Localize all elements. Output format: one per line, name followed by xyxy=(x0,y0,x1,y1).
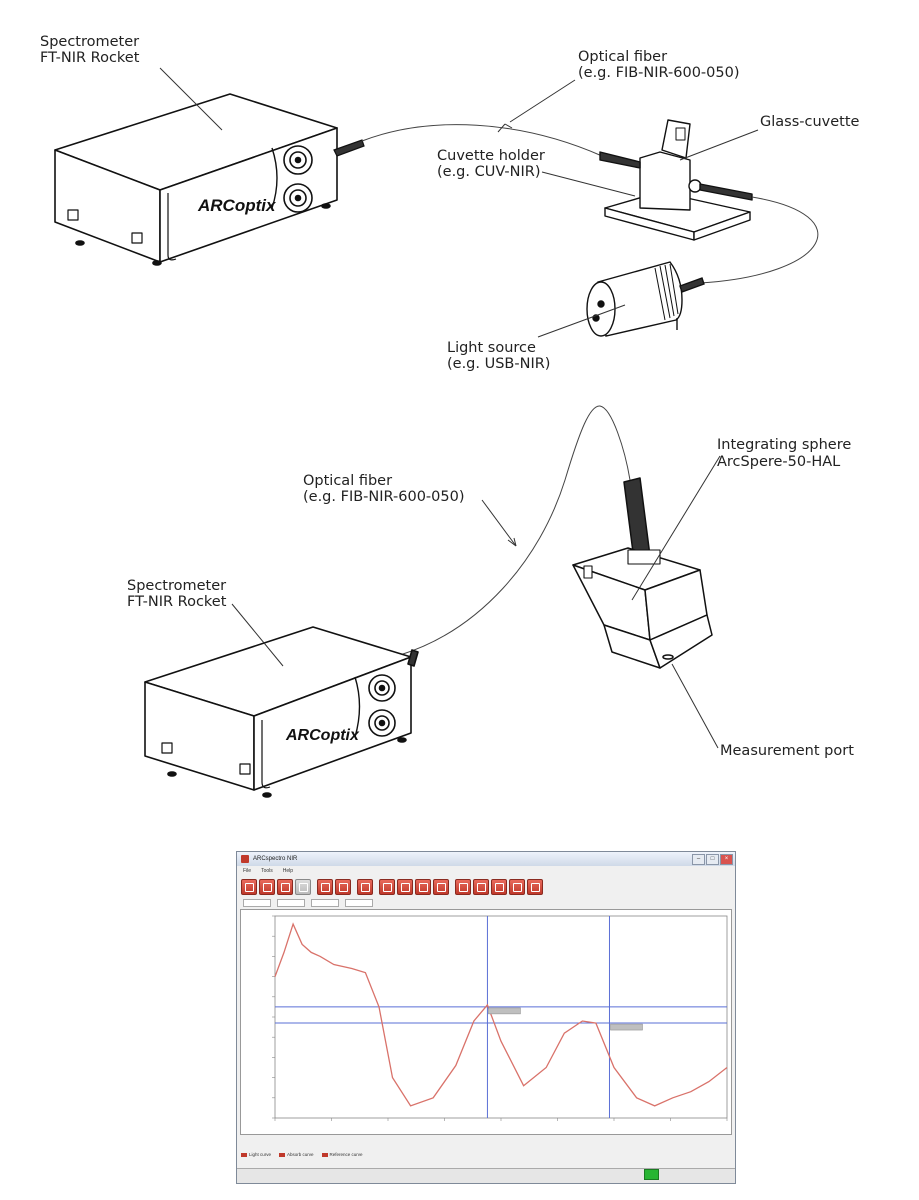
spectrum-line xyxy=(274,922,728,1107)
label-integrating-sphere: Integrating sphere ArcSpere-50-HAL xyxy=(717,437,856,470)
window-titlebar: ARCspectro NIR – □ × xyxy=(237,852,735,866)
open-button[interactable] xyxy=(241,879,257,895)
menu-tools[interactable]: Tools xyxy=(261,868,273,874)
software-window: ARCspectro NIR – □ × File Tools Help xyxy=(236,851,736,1184)
save-button[interactable] xyxy=(259,879,275,895)
spectrum-chart xyxy=(272,915,728,1121)
label-cuvette-holder: Cuvette holder (e.g. CUV-NIR) xyxy=(437,148,550,180)
fiber-top-2 xyxy=(699,196,819,284)
label-glass-cuvette: Glass-cuvette xyxy=(760,114,860,130)
parameter-row xyxy=(237,898,735,907)
param-box-4[interactable] xyxy=(345,898,373,907)
spectrum-plot[interactable] xyxy=(240,909,732,1135)
label-light-source: Light source (e.g. USB-NIR) xyxy=(447,340,550,372)
param-box-2[interactable] xyxy=(277,898,305,907)
fiber-bottom xyxy=(399,405,631,656)
spectrometer-top: ARCoptix xyxy=(54,93,338,266)
stop-button[interactable] xyxy=(357,879,373,895)
legend-item[interactable]: Light curve xyxy=(241,1152,271,1157)
cuvette-holder xyxy=(599,119,753,241)
setup-diagram: ARCoptix xyxy=(40,34,860,798)
maximize-icon[interactable]: □ xyxy=(706,853,719,865)
reference-button[interactable] xyxy=(379,879,395,895)
brand-logo-bottom: ARCoptix xyxy=(285,727,360,744)
transmission-button[interactable] xyxy=(433,879,449,895)
close-icon[interactable]: × xyxy=(720,853,733,865)
continuous-scan-button[interactable] xyxy=(335,879,351,895)
minimize-icon[interactable]: – xyxy=(692,853,705,865)
spectrometer-bottom: ARCoptix xyxy=(144,626,419,798)
param-box-3[interactable] xyxy=(311,898,339,907)
disabled-button[interactable] xyxy=(295,879,311,895)
zoom-in-button[interactable] xyxy=(455,879,471,895)
fiber-top-1 xyxy=(361,124,603,157)
label-spectrometer-top: Spectrometer FT-NIR Rocket xyxy=(40,34,144,66)
dark-button[interactable] xyxy=(397,879,413,895)
leader-lines xyxy=(159,67,759,749)
param-box-1[interactable] xyxy=(243,898,271,907)
export-button[interactable] xyxy=(277,879,293,895)
status-indicator xyxy=(644,1169,659,1180)
absorbance-button[interactable] xyxy=(415,879,431,895)
label-fiber-bottom: Optical fiber (e.g. FIB-NIR-600-050) xyxy=(303,473,465,505)
menu-file[interactable]: File xyxy=(243,868,252,874)
legend-item[interactable]: Reference curve xyxy=(321,1152,363,1157)
menu-bar: File Tools Help xyxy=(237,866,735,876)
label-measurement-port: Measurement port xyxy=(720,743,854,759)
window-title: ARCspectro NIR xyxy=(253,856,298,862)
legend: Light curve Absorb curve Reference curve xyxy=(241,1152,363,1157)
light-source xyxy=(586,261,705,337)
cursor-readout xyxy=(610,1023,643,1031)
label-spectrometer-bottom: Spectrometer FT-NIR Rocket xyxy=(127,578,231,610)
integrating-sphere xyxy=(572,477,713,669)
plot-area xyxy=(274,915,728,1119)
app-icon xyxy=(241,855,249,863)
legend-item[interactable]: Absorb curve xyxy=(279,1152,314,1157)
cursor-readout xyxy=(488,1007,521,1015)
menu-help[interactable]: Help xyxy=(282,868,294,874)
cursor-button[interactable] xyxy=(509,879,525,895)
autoscale-button[interactable] xyxy=(491,879,507,895)
settings-button[interactable] xyxy=(527,879,543,895)
status-bar xyxy=(237,1168,735,1183)
brand-logo: ARCoptix xyxy=(197,196,277,215)
label-fiber-top: Optical fiber (e.g. FIB-NIR-600-050) xyxy=(578,49,740,81)
toolbar xyxy=(237,876,735,898)
single-scan-button[interactable] xyxy=(317,879,333,895)
zoom-out-button[interactable] xyxy=(473,879,489,895)
